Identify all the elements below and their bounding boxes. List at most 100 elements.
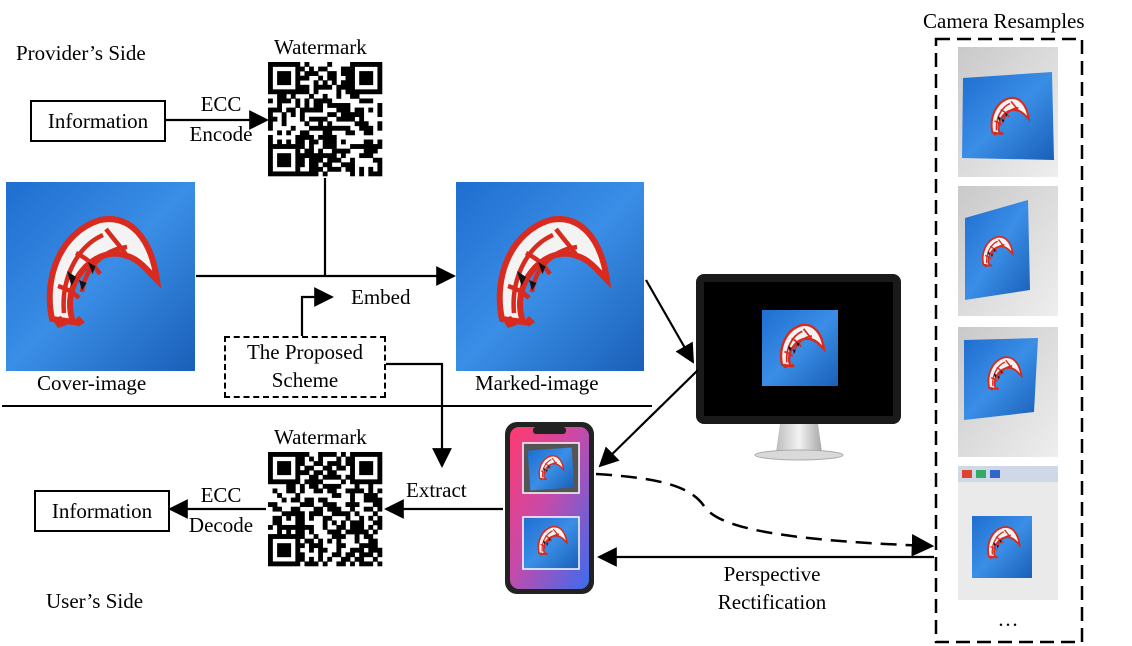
watermark-cell <box>318 452 324 457</box>
watermark-cell <box>286 171 292 177</box>
watermark-cell <box>299 134 305 140</box>
watermark-cell <box>350 561 355 567</box>
watermark-cell <box>359 479 365 485</box>
watermark-cell <box>281 561 287 567</box>
watermark-cell <box>336 524 342 530</box>
watermark-cell <box>327 529 333 535</box>
watermark-cell <box>277 157 282 163</box>
watermark-cell <box>281 162 287 168</box>
watermark-cell <box>359 461 365 466</box>
watermark-cell <box>350 452 355 457</box>
watermark-cell <box>359 520 365 526</box>
watermark-cell <box>295 493 301 498</box>
watermark-cell <box>281 157 287 163</box>
watermark-cell <box>359 465 365 471</box>
watermark-cell <box>322 483 328 489</box>
watermark-cell <box>372 502 378 508</box>
phone-icon <box>505 422 594 594</box>
watermark-cell <box>359 524 365 530</box>
watermark-cell <box>363 153 369 159</box>
watermark-cell <box>281 465 287 471</box>
watermark-cell <box>354 144 360 149</box>
watermark-cell <box>336 538 342 544</box>
watermark-cell <box>331 506 337 512</box>
watermark-cell <box>299 153 305 159</box>
watermark-cell <box>359 153 365 159</box>
watermark-cell <box>377 125 383 131</box>
watermark-cell <box>318 511 324 517</box>
watermark-cell <box>359 75 365 81</box>
watermark-cell <box>377 71 383 76</box>
watermark-cell <box>363 121 369 127</box>
watermark-cell <box>354 511 360 517</box>
watermark-cell <box>327 474 333 480</box>
watermark-cell <box>350 62 355 67</box>
watermark-cell <box>354 520 360 526</box>
watermark-cell <box>281 470 287 476</box>
watermark-cell <box>372 493 378 498</box>
watermark-cell <box>336 511 342 517</box>
watermark-cell <box>331 534 337 539</box>
watermark-cell <box>318 456 324 462</box>
watermark-cell <box>350 461 355 466</box>
watermark-cell <box>277 461 282 466</box>
watermark-cell <box>377 121 383 127</box>
watermark-cell <box>295 534 301 539</box>
watermark-cell <box>340 66 346 72</box>
watermark-cell <box>372 520 378 526</box>
watermark-cell <box>368 171 374 177</box>
watermark-cell <box>322 515 328 521</box>
watermark-cell <box>345 148 351 154</box>
watermark-cell <box>331 134 337 140</box>
watermark-cell <box>281 479 287 485</box>
watermark-cell <box>277 529 282 535</box>
watermark-cell <box>372 62 378 67</box>
watermark-cell <box>309 116 314 122</box>
watermark-cell <box>345 515 351 521</box>
watermark-cell <box>368 483 374 489</box>
watermark-cell <box>277 524 282 530</box>
watermark-cell <box>277 103 282 108</box>
watermark-cell <box>354 538 360 544</box>
watermark-cell <box>268 474 273 480</box>
watermark-cell <box>272 520 278 526</box>
watermark-cell <box>345 552 351 558</box>
watermark-cell <box>272 515 278 521</box>
watermark-cell <box>350 529 355 535</box>
watermark-cell <box>277 153 282 159</box>
watermark-cell <box>281 461 287 466</box>
watermark-cell <box>286 98 292 104</box>
watermark-cell <box>268 134 273 140</box>
watermark-cell <box>377 452 383 457</box>
watermark-cell <box>372 497 378 503</box>
watermark-cell <box>331 80 337 86</box>
watermark-cell <box>295 157 301 163</box>
watermark-cell <box>363 506 369 512</box>
watermark-cell <box>304 107 310 113</box>
watermark-cell <box>359 543 365 549</box>
watermark-cell <box>336 474 342 480</box>
watermark-cell <box>363 144 369 149</box>
watermark-cell <box>309 479 314 485</box>
watermark-cell <box>295 520 301 526</box>
watermark-cell <box>354 112 360 118</box>
watermark-cell <box>295 452 301 457</box>
watermark-cell <box>309 515 314 521</box>
watermark-cell <box>340 139 346 145</box>
watermark-cell <box>268 139 273 145</box>
watermark-cell <box>290 511 296 517</box>
watermark-cell <box>336 456 342 462</box>
watermark-cell <box>354 534 360 539</box>
watermark-cell <box>377 470 383 476</box>
watermark-cell <box>295 144 301 149</box>
watermark-cell <box>318 470 324 476</box>
watermark-cell <box>304 470 310 476</box>
watermark-cell <box>295 470 301 476</box>
watermark-cell <box>340 116 346 122</box>
watermark-cell <box>281 121 287 127</box>
watermark-cell <box>363 75 369 81</box>
watermark-cell <box>309 93 314 99</box>
watermark-cell <box>350 470 355 476</box>
watermark-cell <box>286 130 292 136</box>
information-top-text: Information <box>47 108 149 133</box>
